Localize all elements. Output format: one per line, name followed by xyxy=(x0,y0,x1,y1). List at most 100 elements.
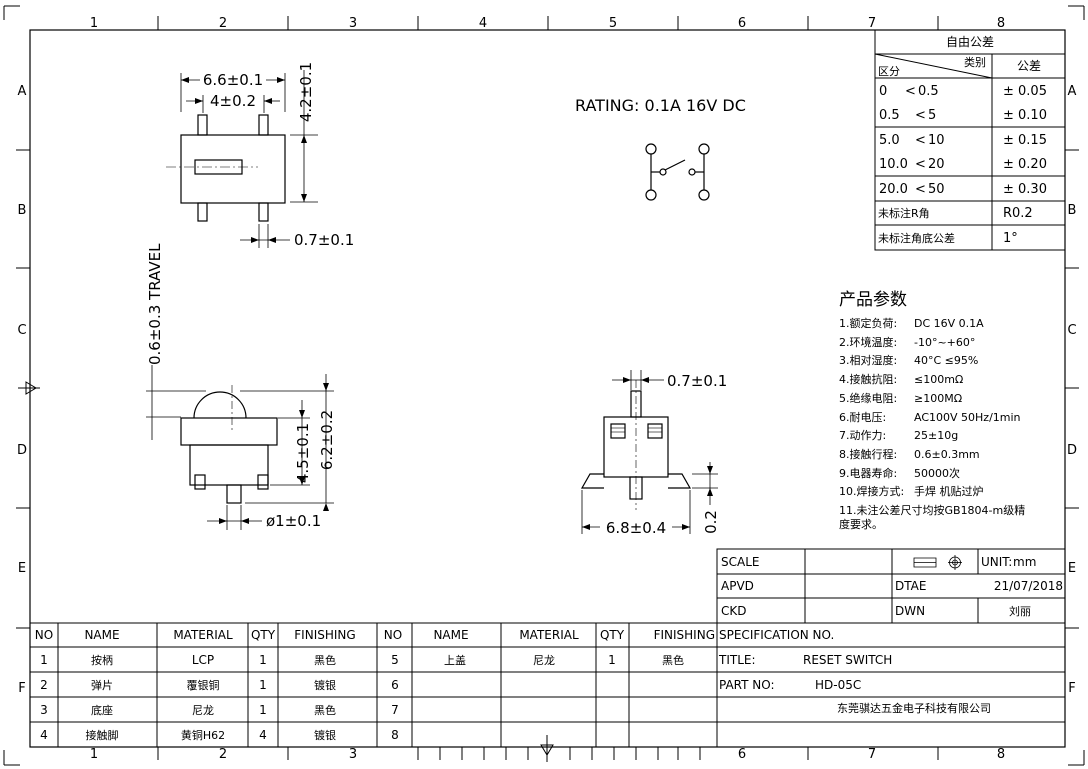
tol-lo: 10.0 xyxy=(879,157,908,172)
tol-lo: 0 xyxy=(879,84,887,99)
dwn-label: DWN xyxy=(895,604,925,618)
title-label: TITLE: xyxy=(718,653,756,667)
zone-row: D xyxy=(1067,443,1077,458)
param-key: 10.焊接方式: xyxy=(839,484,904,498)
bom-cell: 尼龙 xyxy=(192,704,214,717)
bom-header: NAME xyxy=(433,628,468,642)
dim-side-h2: 6.2±0.2 xyxy=(318,410,336,470)
tolerance-col-tol: 公差 xyxy=(1017,59,1041,73)
tolerance-col-zone: 区分 xyxy=(878,65,900,78)
tol-op: < xyxy=(915,108,926,123)
param-value: -10°~+60° xyxy=(914,336,975,349)
rating-label: RATING: 0.1A 16V DC xyxy=(575,96,746,115)
dim-top-width: 6.6±0.1 xyxy=(203,71,263,89)
part-label: PART NO: xyxy=(719,678,775,692)
tol-val: ± 0.10 xyxy=(1003,108,1047,123)
zone-row: C xyxy=(17,323,26,338)
bom-cell: 4 xyxy=(259,728,267,742)
bom-header: MATERIAL xyxy=(173,628,233,642)
zone-col: 6 xyxy=(738,16,746,31)
param-key: 5.绝缘电阻: xyxy=(839,391,897,405)
unit-label: UNIT: xyxy=(981,555,1012,569)
tol-radius-label: 未标注R角 xyxy=(878,206,930,220)
bom-cell: 镀银 xyxy=(314,728,336,742)
bom-cell: 1 xyxy=(259,653,267,667)
bom-header: FINISHING xyxy=(654,628,715,642)
params-list: 1.额定负荷: DC 16V 0.1A 2.环境温度: -10°~+60° 3.… xyxy=(839,316,1025,531)
zone-col: 3 xyxy=(349,16,357,31)
dim-side-h1: 4.5±0.1 xyxy=(294,423,312,483)
zone-row: B xyxy=(1068,203,1077,218)
dim-actuator-dia: ø1±0.1 xyxy=(266,512,321,530)
tol-hi: 50 xyxy=(928,182,945,197)
param-value: 0.6±0.3mm xyxy=(914,448,980,461)
end-view xyxy=(580,370,718,534)
table-row: 4 接触脚 黄铜H62 4 镀银 8 xyxy=(40,728,399,742)
zone-col: 1 xyxy=(90,747,98,762)
bom-headers: NO NAME MATERIAL QTY FINISHING NO NAME M… xyxy=(35,628,715,642)
company-name: 东莞骐达五金电子科技有限公司 xyxy=(837,701,991,715)
param-key: 4.接触抗阻: xyxy=(839,372,897,386)
tol-val: ± 0.05 xyxy=(1003,84,1047,99)
param-key: 3.相对湿度: xyxy=(839,353,897,367)
zone-row: F xyxy=(18,681,25,696)
zone-row: A xyxy=(18,84,27,99)
ckd-label: CKD xyxy=(721,604,747,618)
zone-col: 5 xyxy=(609,16,617,31)
tol-radius-value: R0.2 xyxy=(1003,206,1033,221)
bom-table xyxy=(30,622,717,747)
param-value: ≤100mΩ xyxy=(914,373,963,386)
params-note: 11.未注公差尺寸均按GB1804-m级精 xyxy=(839,503,1025,517)
bom-cell: 黄铜H62 xyxy=(181,728,225,742)
bom-cell: 底座 xyxy=(91,703,113,717)
dim-end-pin: 0.7±0.1 xyxy=(667,372,727,390)
zone-col: 7 xyxy=(868,747,876,762)
zone-col: 8 xyxy=(997,747,1005,762)
bom-cell: 1 xyxy=(259,678,267,692)
params-title: 产品参数 xyxy=(839,290,907,310)
bom-cell: 弹片 xyxy=(91,678,113,692)
dim-travel: 0.6±0.3 TRAVEL xyxy=(146,243,164,365)
title-value: RESET SWITCH xyxy=(803,653,892,667)
dim-end-width: 6.8±0.4 xyxy=(606,519,666,537)
zone-col: 2 xyxy=(219,747,227,762)
zone-row: E xyxy=(18,561,26,576)
zone-col: 8 xyxy=(997,16,1005,31)
dwn-value: 刘丽 xyxy=(1009,605,1031,618)
bom-header: QTY xyxy=(600,628,625,642)
tol-lo: 0.5 xyxy=(879,108,900,123)
zone-row: F xyxy=(1068,681,1075,696)
param-key: 9.电器寿命: xyxy=(839,466,897,480)
zone-row: B xyxy=(18,203,27,218)
zone-col: 3 xyxy=(349,747,357,762)
tol-val: ± 0.30 xyxy=(1003,182,1047,197)
zone-col: 1 xyxy=(90,16,98,31)
table-row: 1 按柄 LCP 1 黑色 5 上盖 尼龙 1 黑色 xyxy=(40,653,684,667)
params-note: 度要求。 xyxy=(839,517,883,531)
tol-hi: 0.5 xyxy=(918,84,939,99)
zone-col: 6 xyxy=(738,747,746,762)
param-value: 手焊 机贴过炉 xyxy=(914,484,984,498)
bom-cell: 上盖 xyxy=(444,653,466,667)
bom-header: NO xyxy=(384,628,402,642)
part-value: HD-05C xyxy=(815,678,861,692)
param-value: 40°C ≤95% xyxy=(914,354,978,367)
bom-cell: 4 xyxy=(40,728,48,742)
date-value: 21/07/2018 xyxy=(994,579,1063,593)
bom-cell: 2 xyxy=(40,678,48,692)
tol-hi: 5 xyxy=(928,108,936,123)
title-block-text: SCALE UNIT: mm APVD DTAE 21/07/2018 CKD … xyxy=(718,555,1063,715)
param-value: AC100V 50Hz/1min xyxy=(914,411,1021,424)
bom-cell: 5 xyxy=(391,653,399,667)
tol-val: ± 0.20 xyxy=(1003,157,1047,172)
side-view xyxy=(146,365,334,530)
zone-col: 7 xyxy=(868,16,876,31)
zone-row: A xyxy=(1068,84,1077,99)
param-key: 8.接触行程: xyxy=(839,447,897,461)
dim-top-height: 4.2±0.1 xyxy=(297,62,315,122)
bom-cell: 黑色 xyxy=(314,653,336,667)
top-view xyxy=(166,70,318,248)
bom-cell: 1 xyxy=(40,653,48,667)
tol-op: < xyxy=(905,84,916,99)
